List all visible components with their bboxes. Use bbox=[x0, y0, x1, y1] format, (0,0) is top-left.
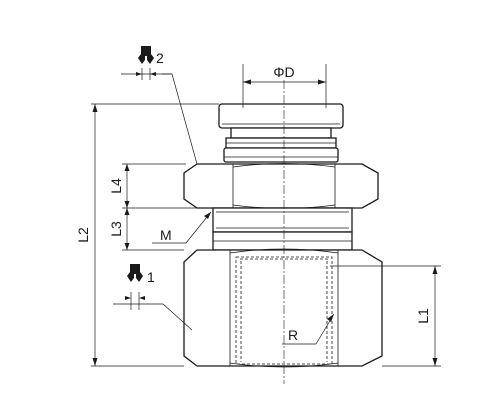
wrench-1-label: 1 bbox=[147, 269, 155, 285]
thread-r-label: R bbox=[288, 327, 298, 343]
wrench-2-icon bbox=[138, 46, 154, 64]
lock-nut bbox=[183, 163, 379, 209]
diameter-dimension: ΦD bbox=[242, 64, 327, 108]
collar-stem bbox=[230, 127, 332, 139]
wrench-1-callout: 1 bbox=[113, 264, 193, 331]
l1-dimension: L1 bbox=[330, 265, 441, 367]
wrench-2-label: 2 bbox=[156, 50, 164, 66]
l4-label: L4 bbox=[108, 178, 124, 194]
l1-label: L1 bbox=[415, 308, 431, 324]
thread-m-callout: M bbox=[152, 211, 212, 244]
thread-r-callout: R bbox=[282, 313, 335, 345]
l2-dimension: L2 bbox=[75, 103, 219, 367]
body-hex bbox=[183, 249, 383, 367]
thread-m-label: M bbox=[160, 227, 172, 243]
fitting-body bbox=[183, 103, 383, 368]
l3-dimension: L3 bbox=[108, 208, 184, 251]
wrench-2-callout: 2 bbox=[121, 46, 198, 165]
l4-dimension: L4 bbox=[108, 163, 213, 209]
wrench-1-icon bbox=[127, 264, 143, 282]
l3-label: L3 bbox=[108, 221, 124, 237]
diameter-label: ΦD bbox=[273, 64, 294, 80]
l2-label: L2 bbox=[75, 227, 91, 243]
